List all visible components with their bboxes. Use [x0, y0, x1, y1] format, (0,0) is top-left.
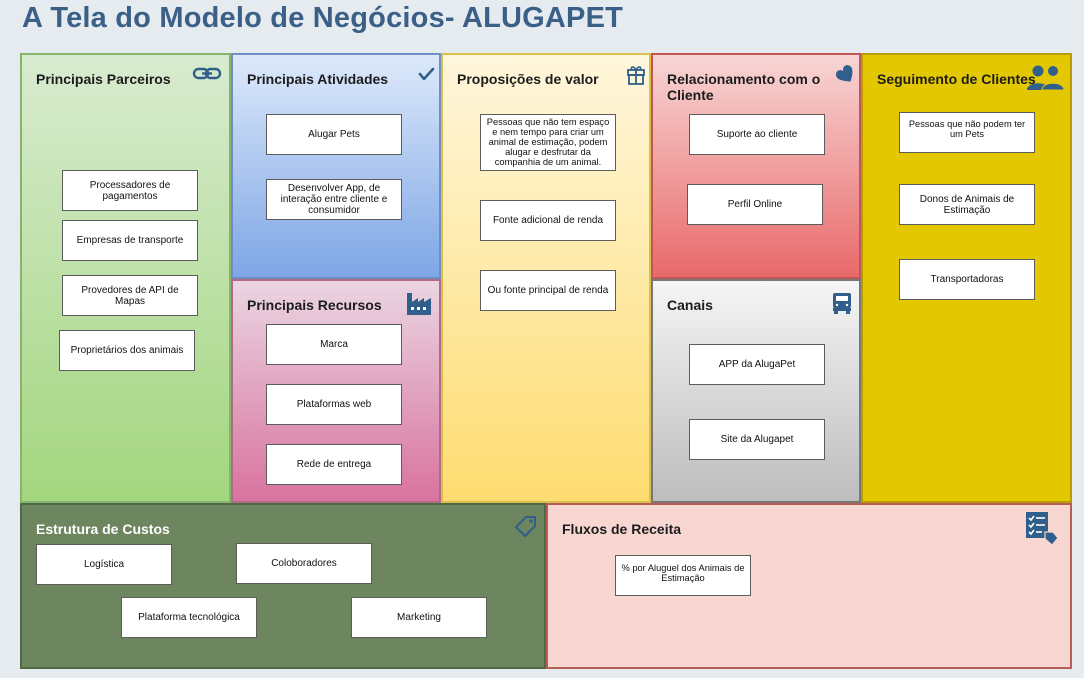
block-key-resources: Principais Recursos Marca Plataformas we… — [231, 279, 441, 503]
truck-icon — [829, 290, 859, 320]
block-channels: Canais APP da AlugaPet Site da Alugapet — [651, 279, 861, 503]
note-card[interactable]: Fonte adicional de renda — [480, 200, 616, 241]
heart-icon — [833, 61, 863, 91]
price-tag-icon — [512, 513, 540, 541]
note-card[interactable]: Coloboradores — [236, 543, 372, 584]
note-card[interactable]: Rede de entrega — [266, 444, 402, 485]
note-card[interactable]: Suporte ao cliente — [689, 114, 825, 155]
block-key-activities: Principais Atividades Alugar Pets Desenv… — [231, 53, 441, 279]
block-customer-segments: Seguimento de Clientes Pessoas que não p… — [861, 53, 1072, 503]
block-value-propositions: Proposições de valor Pessoas que não tem… — [441, 53, 651, 503]
note-card[interactable]: Desenvolver App, de interação entre clie… — [266, 179, 402, 220]
block-title: Proposições de valor — [457, 71, 599, 87]
block-cost-structure: Estrutura de Custos Logística Coloborado… — [20, 503, 546, 669]
factory-icon — [405, 289, 435, 319]
note-card[interactable]: Site da Alugapet — [689, 419, 825, 460]
block-customer-relationships: Relacionamento com o Cliente Suporte ao … — [651, 53, 861, 279]
block-revenue-streams: Fluxos de Receita % por Aluguel dos Anim… — [546, 503, 1072, 669]
note-card[interactable]: Perfil Online — [687, 184, 823, 225]
checklist-dollar-icon — [1024, 510, 1060, 548]
block-title: Estrutura de Custos — [36, 521, 170, 537]
page-title: A Tela do Modelo de Negócios- ALUGAPET — [22, 2, 624, 34]
note-card[interactable]: Empresas de transporte — [62, 220, 198, 261]
note-card[interactable]: Pessoas que não podem ter um Pets — [899, 112, 1035, 153]
block-title: Canais — [667, 297, 713, 313]
note-card[interactable]: Donos de Animais de Estimação — [899, 184, 1035, 225]
users-icon — [1023, 63, 1067, 93]
link-icon — [192, 59, 222, 89]
note-card[interactable]: Alugar Pets — [266, 114, 402, 155]
block-key-partners: Principais Parceiros Processadores de pa… — [20, 53, 231, 503]
gift-icon — [623, 61, 653, 91]
checkmark-icon — [413, 61, 443, 91]
note-card[interactable]: Marca — [266, 324, 402, 365]
note-card[interactable]: Marketing — [351, 597, 487, 638]
block-title: Fluxos de Receita — [562, 521, 682, 537]
block-title: Principais Recursos — [247, 297, 382, 313]
note-card[interactable]: Transportadoras — [899, 259, 1035, 300]
note-card[interactable]: Processadores de pagamentos — [62, 170, 198, 211]
note-card[interactable]: Logística — [36, 544, 172, 585]
note-card[interactable]: Pessoas que não tem espaço e nem tempo p… — [480, 114, 616, 171]
block-title: Principais Atividades — [247, 71, 389, 87]
note-card[interactable]: % por Aluguel dos Animais de Estimação — [615, 555, 751, 596]
block-title: Relacionamento com o Cliente — [667, 71, 821, 103]
note-card[interactable]: Plataforma tecnológica — [121, 597, 257, 638]
block-title: Principais Parceiros — [36, 71, 171, 87]
note-card[interactable]: APP da AlugaPet — [689, 344, 825, 385]
note-card[interactable]: Provedores de API de Mapas — [62, 275, 198, 316]
note-card[interactable]: Proprietários dos animais — [59, 330, 195, 371]
block-title: Seguimento de Clientes — [877, 71, 1036, 87]
note-card[interactable]: Plataformas web — [266, 384, 402, 425]
note-card[interactable]: Ou fonte principal de renda — [480, 270, 616, 311]
